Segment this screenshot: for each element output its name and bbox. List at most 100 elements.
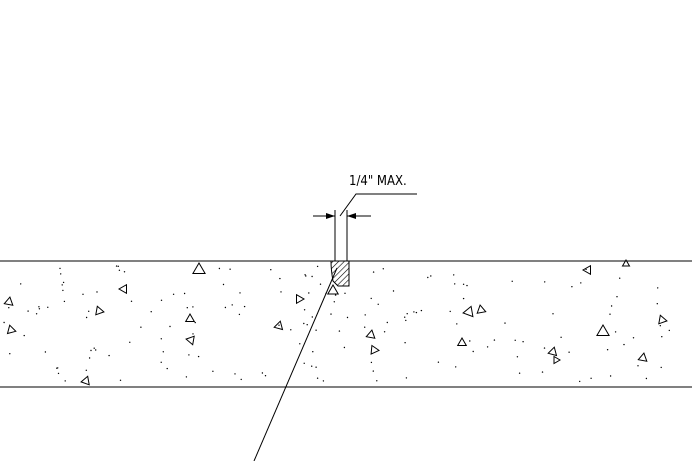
stipple-dot — [238, 313, 241, 316]
stipple-dot — [449, 310, 451, 313]
stipple-dot — [386, 321, 388, 324]
stipple-dot — [383, 331, 386, 333]
stipple-dot — [364, 326, 366, 328]
stipple-dot — [522, 341, 524, 343]
stipple-dot — [404, 316, 406, 318]
stipple-dot — [456, 323, 458, 325]
stipple-dot — [160, 338, 162, 340]
stipple-dot — [183, 292, 186, 295]
aggregate-triangle — [117, 283, 127, 295]
concrete-aggregate-pattern — [3, 259, 668, 386]
stipple-dot — [188, 354, 190, 356]
stipple-dot — [330, 313, 332, 315]
stipple-dot — [38, 306, 40, 308]
stipple-dot — [486, 346, 489, 348]
stipple-dot — [150, 311, 152, 313]
stipple-dot — [319, 283, 322, 285]
stipple-dot — [185, 376, 188, 378]
aggregate-triangle — [621, 259, 631, 267]
stipple-dot — [466, 284, 468, 287]
stipple-dot — [343, 346, 346, 349]
stipple-dot — [322, 380, 325, 382]
aggregate-triangle — [192, 262, 206, 274]
stipple-dot — [62, 281, 65, 284]
stipple-dot — [338, 330, 341, 332]
stipple-dot — [61, 284, 63, 286]
aggregate-triangle — [547, 346, 558, 357]
stipple-dot — [453, 274, 455, 276]
stipple-dot — [311, 365, 313, 367]
stipple-dot — [668, 329, 670, 332]
stipple-dot — [304, 274, 306, 276]
stipple-dot — [234, 373, 236, 375]
aggregate-triangle — [185, 335, 195, 346]
stipple-dot — [315, 329, 317, 331]
stipple-dot — [518, 372, 521, 374]
stipple-dot — [44, 351, 47, 353]
stipple-dot — [333, 301, 335, 303]
stipple-dot — [585, 268, 587, 271]
stipple-dot — [462, 283, 465, 285]
stipple-dot — [96, 291, 98, 293]
stipple-dot — [62, 289, 64, 292]
stipple-dot — [406, 313, 408, 315]
stipple-dot — [493, 339, 496, 341]
stipple-dot — [57, 372, 60, 375]
dimension-arrow-right — [347, 213, 356, 219]
stipple-dot — [370, 297, 372, 300]
stipple-dot — [372, 271, 375, 273]
dimension-label: 1/4" MAX. — [349, 174, 407, 189]
stipple-dot — [117, 265, 120, 267]
dimension-arrow-left — [326, 213, 335, 219]
stipple-dot — [160, 361, 162, 363]
stipple-dot — [552, 313, 554, 315]
stipple-dot — [290, 329, 292, 331]
stipple-dot — [377, 303, 379, 305]
stipple-dot — [23, 334, 25, 337]
stipple-dot — [415, 311, 418, 314]
stipple-dot — [376, 380, 378, 382]
aggregate-triangle — [370, 344, 381, 355]
stipple-dot — [303, 362, 305, 364]
stipple-dot — [64, 380, 66, 382]
stipple-dot — [656, 303, 658, 305]
stipple-dot — [305, 275, 307, 277]
stipple-dot — [192, 306, 194, 308]
stipple-dot — [118, 269, 121, 271]
aggregate-triangle — [462, 305, 474, 318]
stipple-dot — [299, 343, 301, 345]
stipple-dot — [623, 343, 625, 346]
stipple-dot — [20, 283, 22, 285]
aggregate-triangle — [476, 304, 487, 314]
stipple-dot — [568, 351, 570, 353]
stipple-dot — [194, 321, 196, 324]
stipple-dot — [88, 357, 91, 359]
stipple-dot — [169, 325, 171, 328]
stipple-dot — [455, 366, 457, 368]
aggregate-triangle — [95, 305, 105, 316]
stipple-dot — [197, 355, 200, 358]
stipple-dot — [303, 309, 306, 311]
stipple-dot — [312, 351, 314, 353]
stipple-dot — [9, 353, 11, 355]
stipple-dot — [454, 283, 456, 285]
stipple-dot — [619, 277, 621, 279]
stipple-dot — [364, 314, 366, 316]
stipple-dot — [472, 350, 474, 353]
stipple-dot — [316, 265, 319, 268]
stipple-dot — [160, 299, 163, 301]
aggregate-triangle — [553, 355, 561, 365]
stipple-dot — [311, 275, 313, 278]
stipple-dot — [119, 379, 122, 381]
stipple-dot — [372, 370, 374, 372]
aggregate-triangle — [273, 320, 284, 331]
stipple-dot — [47, 306, 49, 308]
stipple-dot — [95, 349, 97, 351]
stipple-dot — [616, 296, 618, 298]
stipple-dot — [27, 310, 29, 312]
stipple-dot — [516, 356, 519, 358]
stipple-dot — [270, 269, 272, 271]
concrete-stipple-dots — [3, 265, 670, 383]
aggregate-triangle — [6, 324, 17, 335]
stipple-dot — [420, 309, 423, 312]
